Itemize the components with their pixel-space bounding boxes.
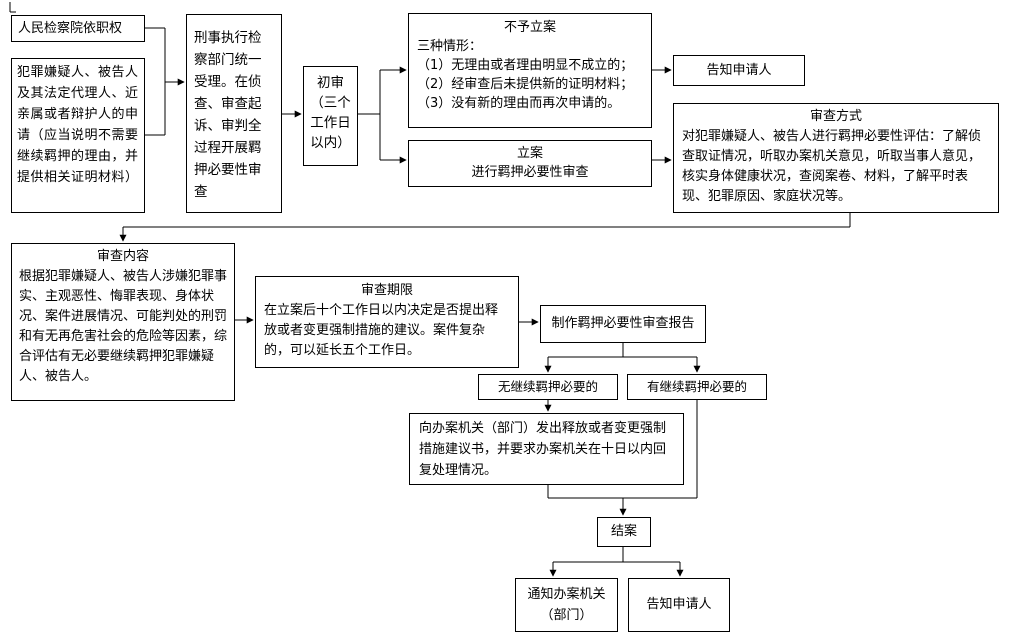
no-filing-box: 不予立案 三种情形： （1）无理由或者理由明显不成立的； （2）经审查后未提供新…	[408, 13, 652, 128]
has-need-label: 有继续羁押必要的	[646, 379, 747, 394]
no-filing-item-3: （3）没有新的理由而再次申请的。	[417, 96, 621, 111]
review-period-box: 审查期限 在立案后十个工作日以内决定是否提出释放或者变更强制措施的建议。案件复杂…	[255, 276, 519, 368]
notify-applicant-box-bottom: 告知申请人	[628, 578, 730, 632]
send-advice-box: 向办案机关（部门）发出释放或者变更强制措施建议书，并要求办案机关在十日以内回复处…	[409, 413, 684, 485]
filing-subtitle: 进行羁押必要性审查	[471, 165, 589, 180]
review-content-body: 根据犯罪嫌疑人、被告人涉嫌犯罪事实、主观恶性、悔罪表现、身体状况、案件进展情况、…	[19, 269, 228, 384]
review-period-body: 在立案后十个工作日以内决定是否提出释放或者变更强制措施的建议。案件复杂的，可以延…	[264, 303, 499, 358]
filing-title: 立案	[516, 146, 543, 161]
notify-applicant-box-top: 告知申请人	[673, 55, 805, 86]
notify-applicant-label-bottom: 告知申请人	[646, 597, 712, 612]
no-filing-title: 不予立案	[503, 20, 556, 35]
notify-applicant-label-top: 告知申请人	[706, 63, 772, 78]
make-report-box: 制作羁押必要性审查报告	[540, 305, 706, 343]
make-report-label: 制作羁押必要性审查报告	[551, 316, 695, 331]
notify-agency-box: 通知办案机关（部门）	[515, 578, 618, 632]
procuratorate-authority-box: 人民检察院依职权	[11, 15, 145, 42]
unified-acceptance-box: 刑事执行检察部门统一受理。在侦查、审查起诉、审判全过程开展羁押必要性审查	[186, 14, 282, 213]
no-filing-item-2: （2）经审查后未提供新的证明材料；	[417, 77, 634, 92]
close-case-box: 结案	[597, 517, 651, 547]
has-need-box: 有继续羁押必要的	[627, 374, 767, 400]
filing-box: 立案 进行羁押必要性审查	[408, 140, 652, 187]
no-filing-intro: 三种情形：	[417, 39, 483, 54]
no-filing-item-1: （1）无理由或者理由明显不成立的；	[417, 58, 634, 73]
review-method-body: 对犯罪嫌疑人、被告人进行羁押必要性评估：了解侦查取证情况，听取办案机关意见，听取…	[682, 129, 982, 204]
send-advice-text: 向办案机关（部门）发出释放或者变更强制措施建议书，并要求办案机关在十日以内回复处…	[419, 421, 667, 478]
close-case-label: 结案	[610, 524, 637, 539]
procuratorate-authority-label: 人民检察院依职权	[18, 21, 123, 36]
initial-review-text: 初审（三个工作日以内）	[310, 75, 351, 151]
no-need-box: 无继续羁押必要的	[478, 374, 618, 400]
review-content-box: 审查内容 根据犯罪嫌疑人、被告人涉嫌犯罪事实、主观恶性、悔罪表现、身体状况、案件…	[11, 243, 235, 401]
review-method-title: 审查方式	[809, 109, 862, 124]
review-period-title: 审查期限	[360, 283, 413, 298]
initial-review-box: 初审（三个工作日以内）	[303, 66, 358, 166]
review-method-box: 审查方式 对犯罪嫌疑人、被告人进行羁押必要性评估：了解侦查取证情况，听取办案机关…	[673, 103, 999, 213]
review-content-title: 审查内容	[96, 249, 149, 264]
applicant-request-text: 犯罪嫌疑人、被告人及其法定代理人、近亲属或者辩护人的申请（应当说明不需要继续羁押…	[17, 65, 139, 185]
no-need-label: 无继续羁押必要的	[497, 379, 598, 394]
unified-acceptance-text: 刑事执行检察部门统一受理。在侦查、审查起诉、审判全过程开展羁押必要性审查	[194, 30, 262, 200]
notify-agency-label: 通知办案机关（部门）	[527, 587, 606, 623]
applicant-request-box: 犯罪嫌疑人、被告人及其法定代理人、近亲属或者辩护人的申请（应当说明不需要继续羁押…	[11, 58, 145, 213]
